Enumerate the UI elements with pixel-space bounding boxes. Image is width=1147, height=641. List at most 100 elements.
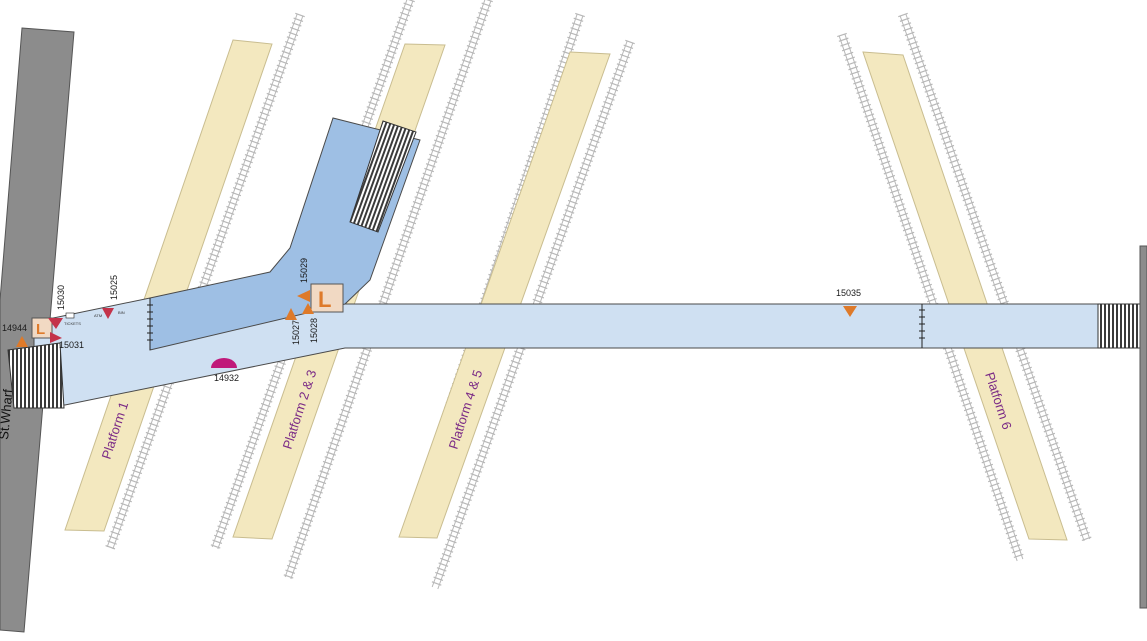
track-sleeper <box>257 412 268 417</box>
track-sleeper <box>1045 432 1056 438</box>
track-sleeper <box>480 444 491 450</box>
svg-text:L: L <box>36 321 45 338</box>
track-sleeper <box>339 413 350 419</box>
track-sleeper <box>463 491 474 497</box>
track-sleeper <box>1008 539 1019 544</box>
track-sleeper <box>440 557 450 563</box>
marker-15035-icon[interactable] <box>843 306 857 317</box>
track-sleeper <box>941 135 951 140</box>
track-sleeper <box>259 111 270 117</box>
track-sleeper <box>1040 418 1051 424</box>
track-sleeper <box>401 7 412 12</box>
track-sleeper <box>373 87 384 92</box>
marker-15028-icon[interactable] <box>302 303 314 314</box>
track-sleeper <box>299 527 310 532</box>
track-sleeper <box>283 574 294 579</box>
track-sleeper <box>849 70 860 76</box>
track-sleeper <box>922 283 933 289</box>
track-sleeper <box>473 26 484 31</box>
track-sleeper <box>978 449 989 454</box>
track-sleeper <box>451 524 462 530</box>
marker-15030-icon[interactable] <box>48 318 63 329</box>
track-sleeper <box>1063 484 1074 490</box>
stairs-right <box>1097 303 1141 349</box>
lift-icon[interactable]: L <box>310 283 344 313</box>
track-sleeper <box>985 262 996 268</box>
track-sleeper <box>446 538 457 544</box>
marker-15031-icon[interactable] <box>50 332 62 343</box>
track-sleeper <box>463 54 474 59</box>
track-sleeper <box>472 468 482 473</box>
track-sleeper <box>604 96 615 101</box>
track-sleeper <box>571 22 582 27</box>
track-sleeper <box>264 393 275 398</box>
track-sleeper <box>253 130 263 135</box>
track-sleeper <box>872 137 883 142</box>
track-sleeper <box>219 224 230 230</box>
track-sleeper <box>434 139 444 144</box>
track-sleeper <box>230 487 241 493</box>
track-sleeper <box>886 179 897 184</box>
track-sleeper <box>474 21 485 26</box>
track-sleeper <box>973 435 984 440</box>
track-sleeper <box>603 100 614 106</box>
track-sleeper <box>899 17 910 22</box>
track-sleeper <box>157 398 168 404</box>
track-sleeper <box>578 171 588 177</box>
track-sleeper <box>613 72 624 78</box>
track-sleeper <box>1013 553 1024 559</box>
track-sleeper <box>997 506 1008 511</box>
track-sleeper <box>162 384 173 390</box>
track-sleeper <box>967 210 978 216</box>
track-sleeper <box>445 106 456 111</box>
track-sleeper <box>243 158 253 164</box>
track-sleeper <box>534 294 545 299</box>
track-sleeper <box>989 272 999 277</box>
track-sleeper <box>492 411 503 417</box>
track-sleeper <box>293 17 304 22</box>
track-sleeper <box>352 375 363 381</box>
track-sleeper <box>883 170 894 175</box>
track-sleeper <box>329 441 340 447</box>
track-sleeper <box>229 196 240 201</box>
track-sleeper <box>957 387 968 393</box>
track-sleeper <box>238 172 248 178</box>
track-sleeper <box>977 239 988 244</box>
track-sleeper <box>295 12 305 18</box>
track-sleeper <box>939 130 950 136</box>
track-sleeper <box>390 40 400 45</box>
track-sleeper <box>123 493 134 498</box>
camera-marker-icon[interactable] <box>211 358 237 368</box>
track-sleeper <box>1023 371 1034 376</box>
track-sleeper <box>967 416 977 421</box>
track-sleeper <box>388 44 399 50</box>
marker-15025-icon[interactable] <box>102 308 114 319</box>
track-sleeper <box>586 148 597 153</box>
svg-text:L: L <box>318 287 331 312</box>
track-sleeper <box>207 257 218 263</box>
track-sleeper <box>856 89 867 94</box>
marker-15027-icon[interactable] <box>285 308 297 320</box>
track-sleeper <box>478 449 489 454</box>
lift-icon-small[interactable]: L <box>31 317 53 339</box>
track-sleeper <box>942 140 953 145</box>
track-sleeper <box>505 374 516 379</box>
track-sleeper <box>944 350 955 355</box>
track-sleeper <box>458 68 469 74</box>
track-sleeper <box>1017 352 1027 357</box>
track-sleeper <box>399 238 410 244</box>
track-sleeper <box>904 31 915 37</box>
track-sleeper <box>286 564 297 570</box>
track-rail <box>838 35 1018 562</box>
track-sleeper <box>611 77 622 82</box>
atm-label: ATM <box>94 313 102 318</box>
track-sleeper <box>349 385 359 390</box>
track-sleeper <box>364 110 375 116</box>
track-sleeper <box>143 436 154 442</box>
track-sleeper <box>898 12 908 18</box>
track-sleeper <box>441 553 452 558</box>
track-sleeper <box>374 82 385 88</box>
marker-15029-icon[interactable] <box>297 290 310 302</box>
marker-14944-icon[interactable] <box>16 336 28 347</box>
track-sleeper <box>911 50 922 55</box>
